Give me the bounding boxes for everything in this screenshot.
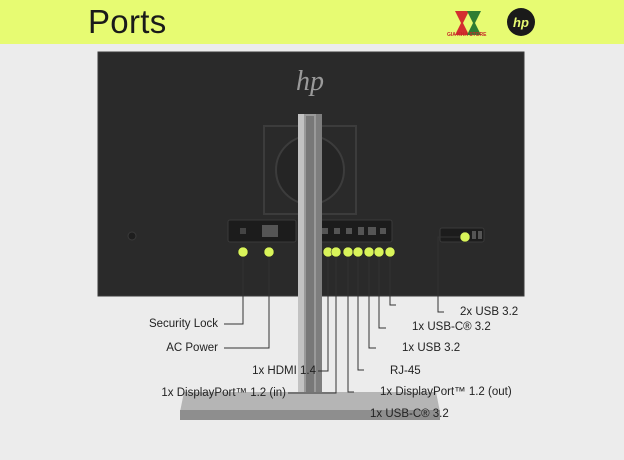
store-logo-text: GIA KHÁ STORE <box>447 32 487 38</box>
callout-dp-in: 1x DisplayPort™ 1.2 (in) <box>161 387 286 399</box>
hp-logo-icon: hp <box>507 8 535 36</box>
callout-ac-power: AC Power <box>166 342 218 354</box>
dot-dp-out <box>352 246 364 258</box>
dot-security-lock <box>237 246 249 258</box>
dot-dp-in <box>330 246 342 258</box>
callout-security-lock: Security Lock <box>148 318 218 330</box>
svg-text:hp: hp <box>513 15 529 30</box>
store-logo-icon <box>455 11 481 35</box>
callout-usbc-1: 1x USB-C® 3.2 <box>412 321 491 333</box>
stand-base <box>180 392 440 412</box>
product-image-frame: hp <box>88 44 534 460</box>
page-title: Ports <box>88 3 167 40</box>
callout-usb-1x: 1x USB 3.2 <box>402 342 461 354</box>
dot-usbc-2 <box>342 246 354 258</box>
callout-dp-out: 1x DisplayPort™ 1.2 (out) <box>380 386 512 398</box>
callout-usb-2x: 2x USB 3.2 <box>460 306 519 318</box>
callout-rj45: RJ-45 <box>390 365 421 377</box>
dot-usbc-1 <box>384 246 396 258</box>
callout-usbc-2: 1x USB-C® 3.2 <box>370 408 449 420</box>
dot-ac-power <box>263 246 275 258</box>
dot-usb-2x <box>459 231 471 243</box>
dot-usb-1x <box>373 246 385 258</box>
back-hp-logo: hp <box>296 66 324 97</box>
callout-hdmi: 1x HDMI 1.4 <box>252 365 316 377</box>
dot-rj45 <box>363 246 375 258</box>
monitor-illustration: hp <box>97 51 525 420</box>
